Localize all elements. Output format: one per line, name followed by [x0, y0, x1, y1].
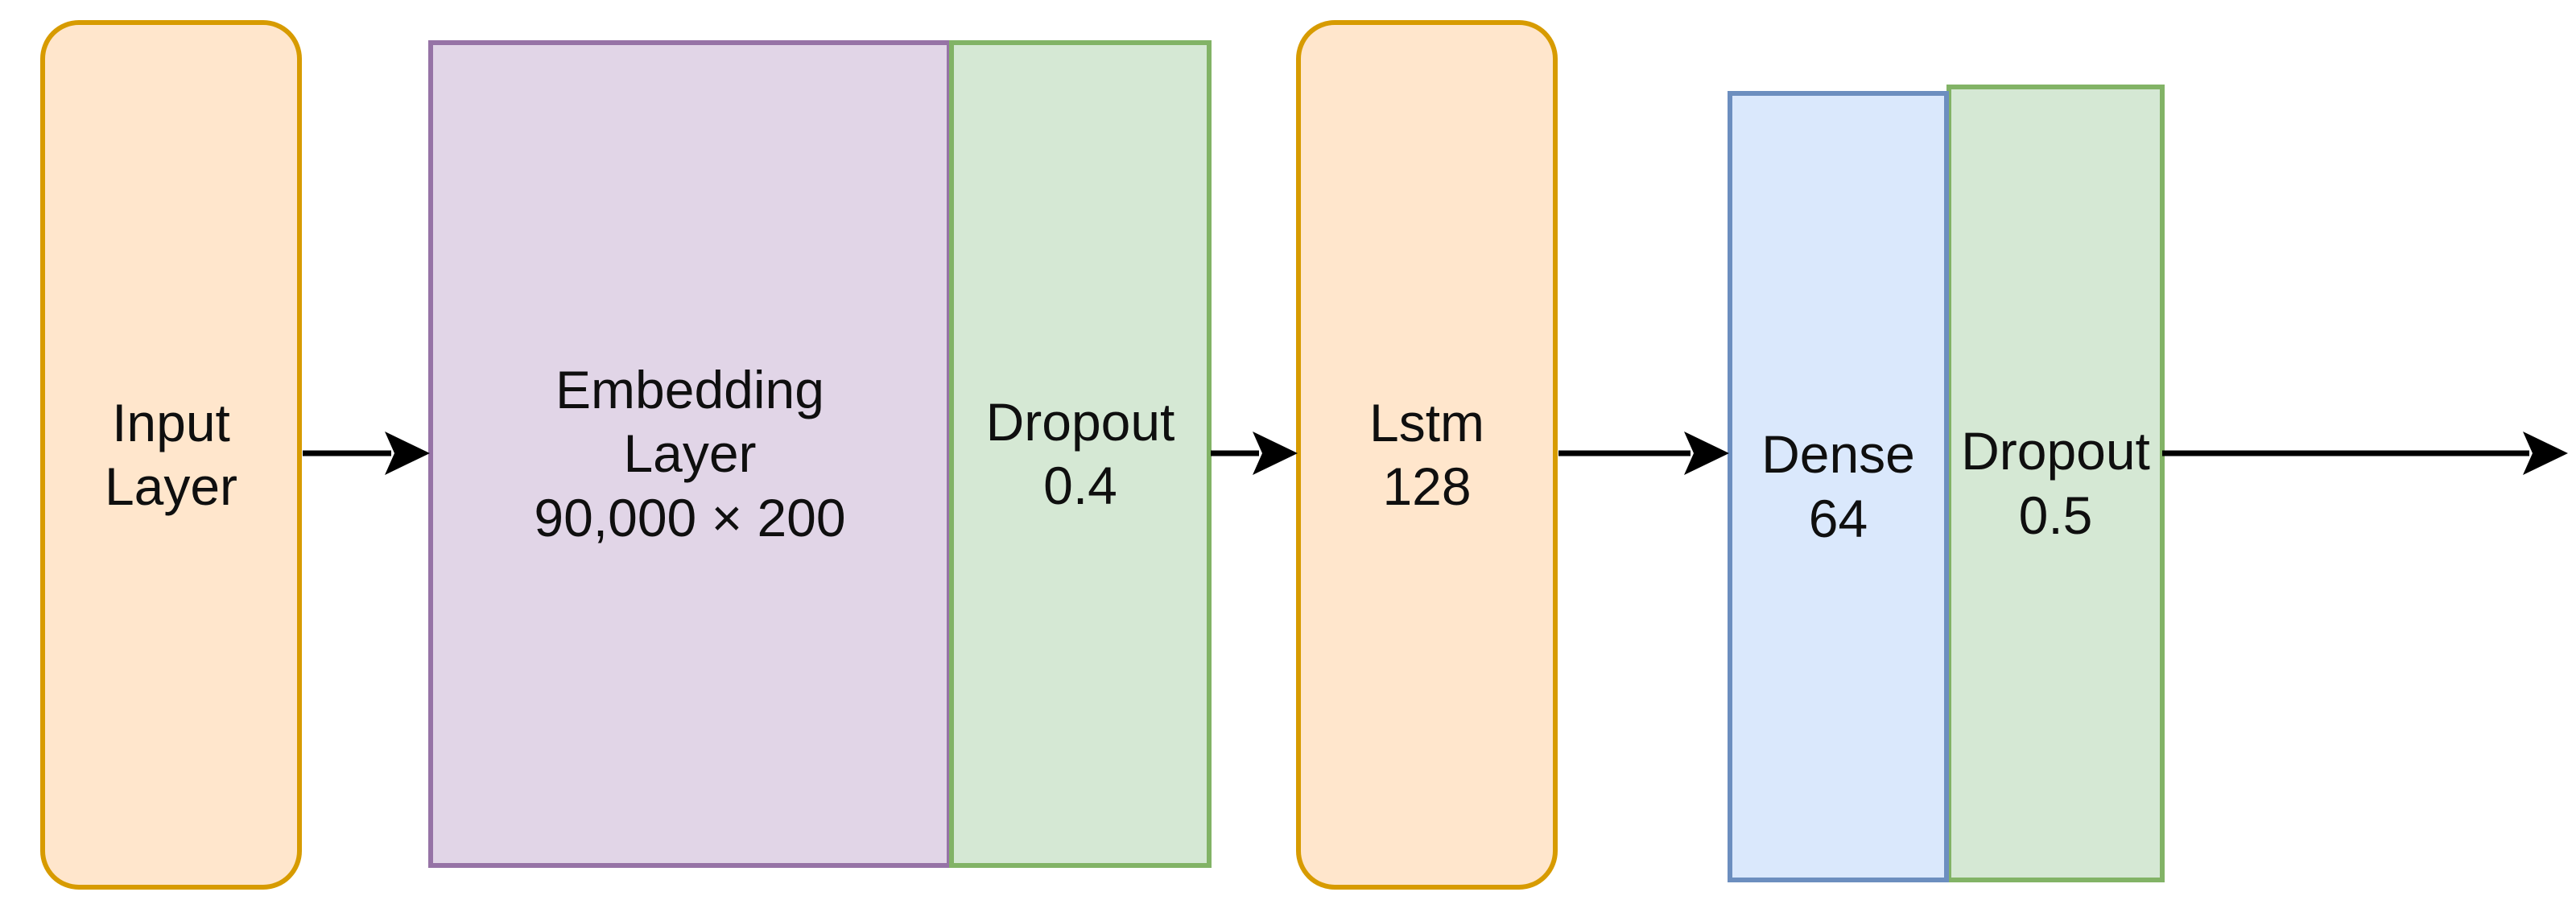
node-label-lstm-128: Lstm 128	[1368, 392, 1485, 516]
flow-arrow-dropout05-to-output	[2162, 432, 2568, 475]
node-label-dropout-0-4: Dropout 0.4	[985, 391, 1175, 515]
node-dropout-0-5: Dropout 0.5	[1946, 85, 2165, 882]
flow-arrow-input-to-embedding	[303, 432, 430, 475]
node-dropout-0-4: Dropout 0.4	[949, 40, 1212, 868]
node-label-dropout-0-5: Dropout 0.5	[1961, 421, 2150, 545]
node-embedding-layer: Embedding Layer 90,000 × 200	[428, 40, 952, 868]
node-dense-64: Dense 64	[1728, 91, 1949, 882]
node-label-embedding-layer: Embedding Layer 90,000 × 200	[534, 360, 846, 547]
node-lstm-128: Lstm 128	[1296, 20, 1558, 890]
node-label-dense-64: Dense 64	[1761, 424, 1915, 548]
flow-arrow-dropout04-to-lstm	[1211, 432, 1298, 475]
node-input-layer: Input Layer	[40, 20, 302, 890]
node-label-input-layer: Input Layer	[104, 392, 238, 516]
flow-arrow-lstm-to-dense	[1558, 432, 1729, 475]
